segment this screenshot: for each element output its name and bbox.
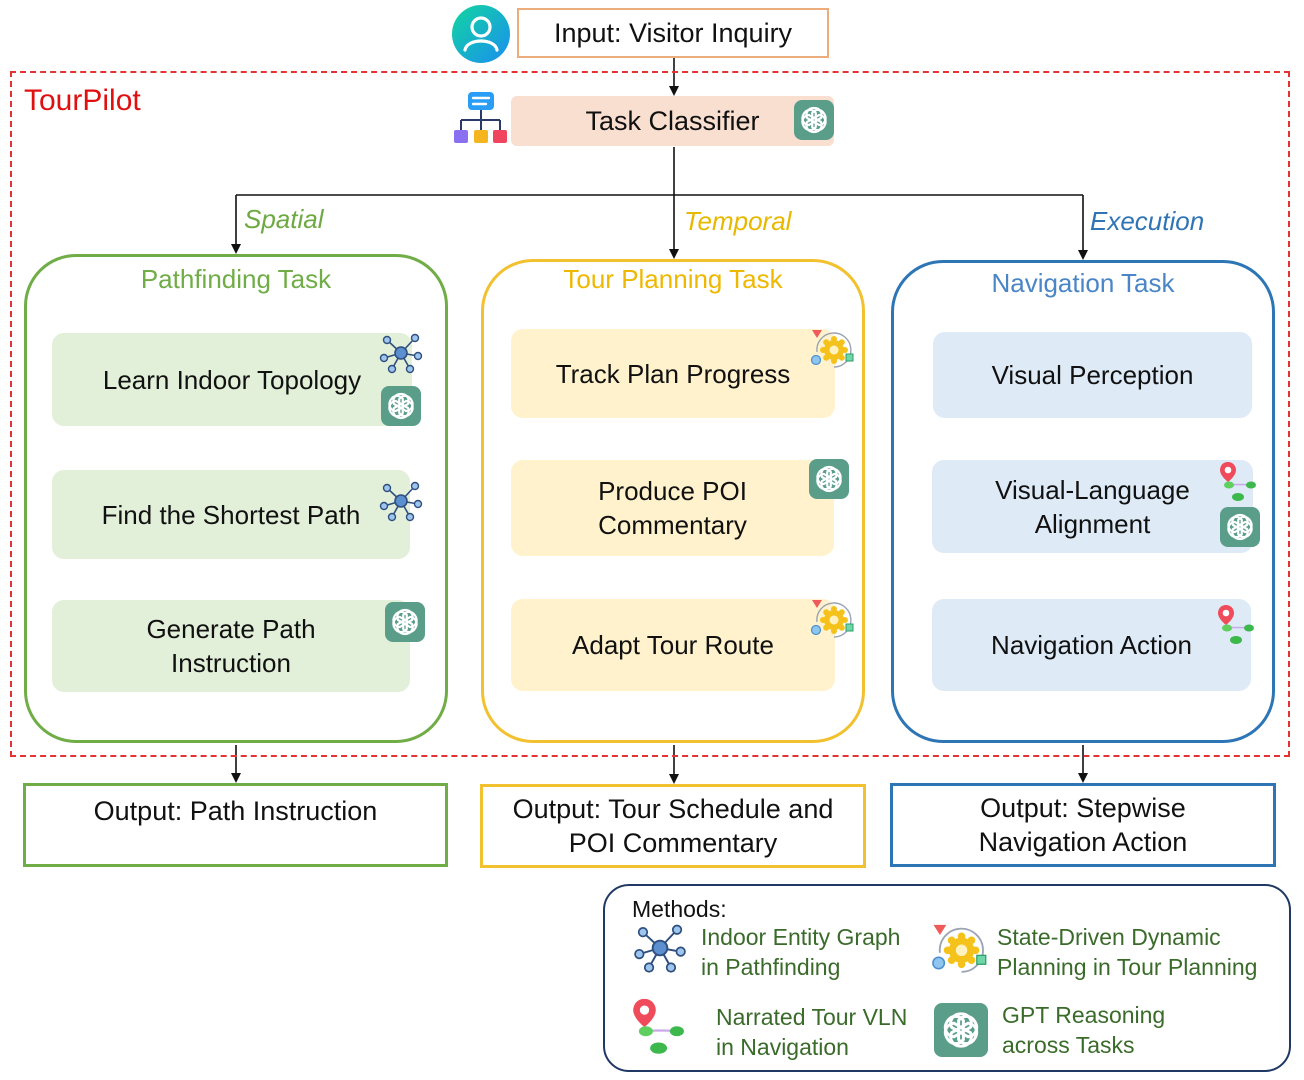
navigation-title: Navigation Task	[991, 268, 1175, 298]
step-label: Navigation Action	[991, 630, 1192, 660]
gpt-icon	[385, 602, 425, 642]
map-pin-icon	[1220, 462, 1256, 501]
step-produce-poi-commentary: Produce POI Commentary	[511, 460, 834, 556]
gpt-icon	[794, 100, 834, 140]
step-label: Generate Path Instruction	[146, 614, 316, 678]
step-label: Track Plan Progress	[555, 358, 791, 389]
output-tour-schedule: Output: Tour Schedule and POI Commentary	[480, 784, 866, 868]
map-pin-icon	[1218, 605, 1254, 644]
output-label: Output: Path Instruction	[93, 796, 378, 826]
step-find-shortest-path: Find the Shortest Path	[52, 470, 410, 559]
legend-item-vln: Narrated Tour VLN in Navigation	[716, 1004, 908, 1060]
task-classifier: Task Classifier	[511, 96, 834, 146]
step-label: Visual-Language Alignment	[995, 474, 1190, 539]
gpt-icon	[1220, 507, 1260, 547]
tour-planning-title: Tour Planning Task	[563, 264, 783, 294]
pathfinding-title: Pathfinding Task	[140, 264, 332, 294]
graph-icon	[379, 333, 423, 374]
graph-icon	[379, 481, 423, 522]
step-track-plan-progress: Track Plan Progress	[511, 329, 835, 418]
legend-item-planning: State-Driven Dynamic Planning in Tour Pl…	[997, 924, 1258, 980]
system-name: TourPilot	[24, 84, 141, 117]
step-learn-indoor-topology: Learn Indoor Topology	[52, 333, 412, 426]
input-box: Input: Visitor Inquiry	[517, 8, 829, 58]
gpt-icon	[934, 1003, 988, 1057]
step-generate-path-instruction: Generate Path Instruction	[52, 600, 410, 692]
step-navigation-action: Navigation Action	[932, 599, 1251, 691]
branch-label-execution: Execution	[1090, 206, 1205, 236]
gpt-icon	[381, 386, 421, 426]
gpt-icon	[809, 459, 849, 499]
branch-label-spatial: Spatial	[244, 204, 324, 234]
step-label: Learn Indoor Topology	[102, 364, 362, 395]
map-pin-icon	[633, 998, 684, 1054]
tourpilot-frame	[10, 71, 1290, 757]
step-visual-language-alignment: Visual-Language Alignment	[932, 460, 1253, 553]
legend-item-gpt: GPT Reasoning across Tasks	[1002, 1002, 1166, 1058]
graph-icon	[634, 924, 686, 973]
planning-icon	[810, 600, 854, 638]
step-label: Find the Shortest Path	[101, 499, 361, 530]
branch-label-temporal: Temporal	[684, 206, 792, 236]
legend-item-graph: Indoor Entity Graph in Pathfinding	[701, 924, 901, 980]
hierarchy-icon	[454, 92, 507, 143]
step-visual-perception: Visual Perception	[933, 332, 1252, 418]
user-avatar-icon	[452, 5, 510, 63]
step-label: Produce POI Commentary	[598, 476, 747, 540]
output-label: Output: Tour Schedule and POI Commentary	[512, 794, 834, 858]
planning-icon	[932, 924, 987, 973]
step-label: Adapt Tour Route	[572, 630, 774, 660]
step-label: Visual Perception	[991, 360, 1194, 390]
legend-title: Methods:	[632, 896, 727, 922]
step-adapt-tour-route: Adapt Tour Route	[511, 599, 835, 691]
output-path-instruction: Output: Path Instruction	[23, 783, 448, 867]
output-label: Output: Stepwise Navigation Action	[978, 793, 1188, 857]
planning-icon	[810, 330, 854, 368]
output-navigation-action: Output: Stepwise Navigation Action	[890, 783, 1276, 867]
